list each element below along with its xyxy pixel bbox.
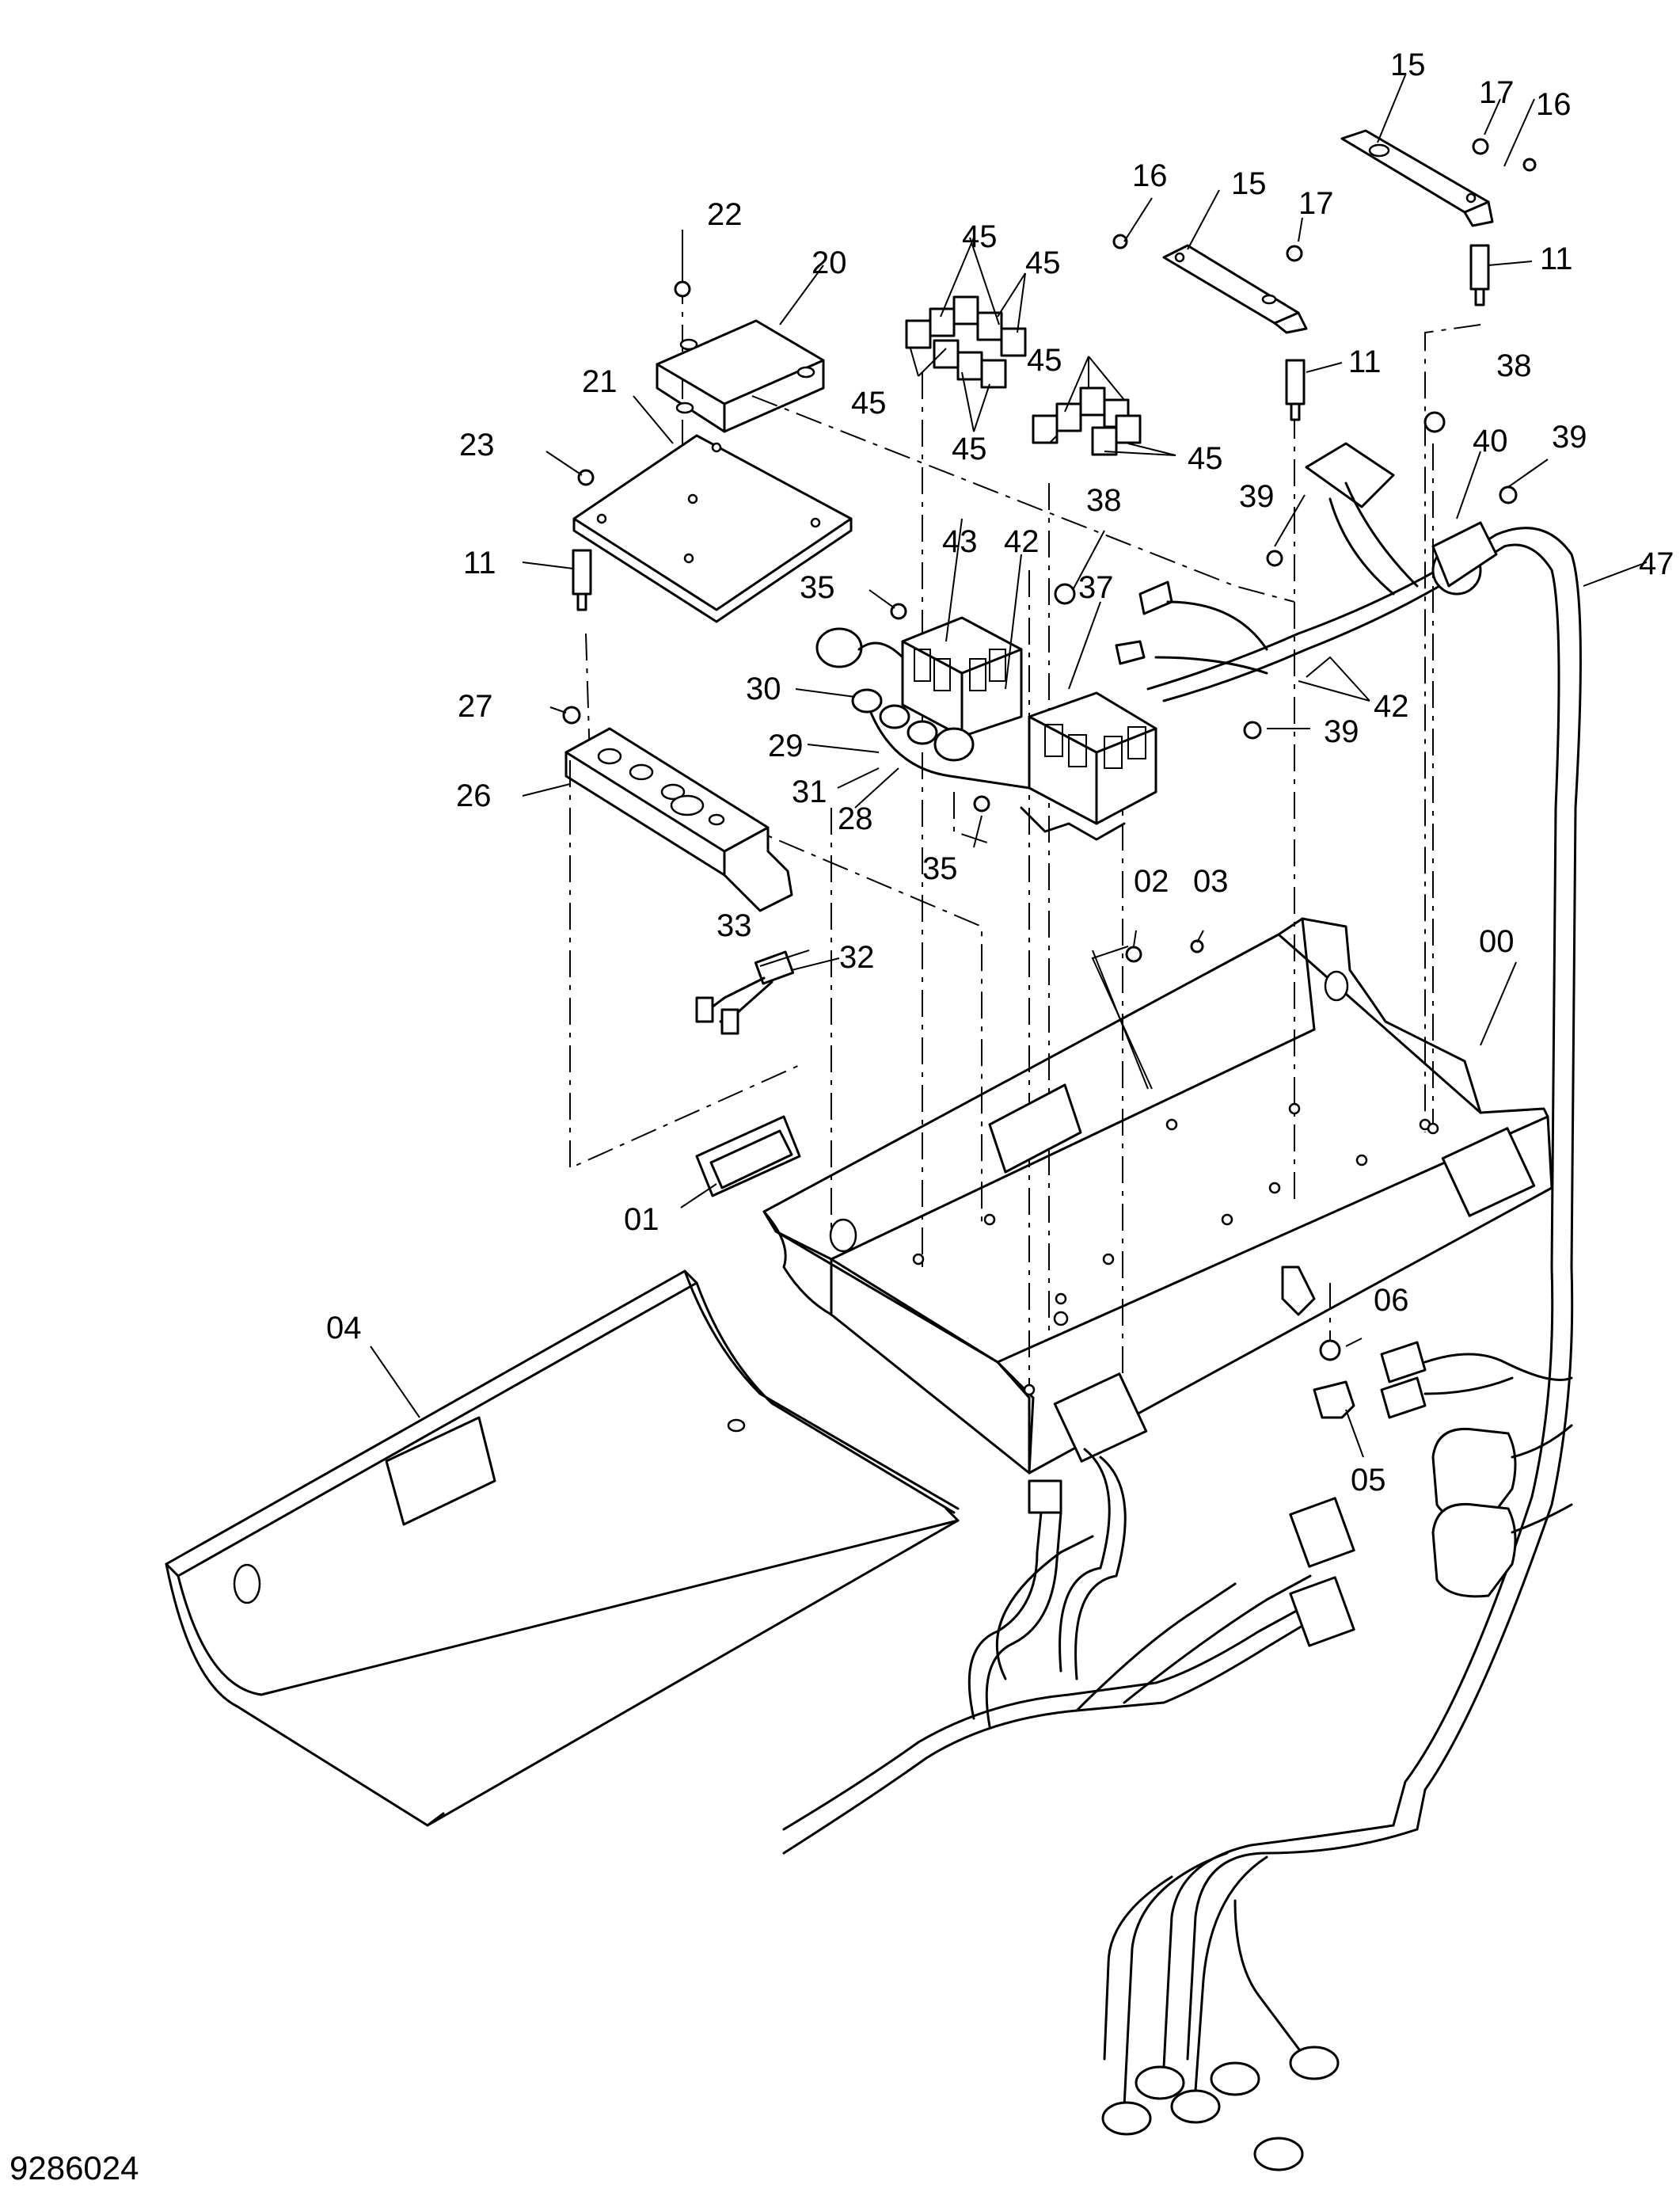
drawing-number: 9286024 xyxy=(10,2149,139,2186)
callout-45-e: 45 xyxy=(1027,343,1062,378)
callout-16-right: 16 xyxy=(1536,87,1572,122)
assembly-lines xyxy=(569,277,1481,1394)
callout-38-right: 38 xyxy=(1496,348,1532,383)
callout-20: 20 xyxy=(811,245,847,280)
callout-17-left: 17 xyxy=(1298,186,1334,221)
bracket-15-upper xyxy=(1340,129,1494,227)
callout-15-lower: 15 xyxy=(1231,166,1267,201)
callout-27: 27 xyxy=(458,689,493,724)
lower-harness xyxy=(782,1448,1355,1855)
fuse-box-42 xyxy=(1020,691,1157,841)
callout-04: 04 xyxy=(326,1311,362,1345)
leader-lines xyxy=(370,74,1648,1458)
callout-15-upper: 15 xyxy=(1390,48,1426,82)
callout-42-upper: 42 xyxy=(1004,524,1040,559)
callout-40: 40 xyxy=(1473,424,1508,459)
callout-45-b: 45 xyxy=(1025,245,1061,280)
callout-00: 00 xyxy=(1479,924,1515,959)
callout-39-right: 39 xyxy=(1552,420,1587,455)
callout-05: 05 xyxy=(1351,1463,1386,1498)
callout-45-f: 45 xyxy=(1188,441,1223,476)
callout-35-upper: 35 xyxy=(800,570,835,605)
callout-labels: 00 01 02 03 04 05 06 11 11 11 15 15 16 1… xyxy=(10,48,1674,2186)
callout-11-right: 11 xyxy=(1540,242,1573,276)
callout-26: 26 xyxy=(456,778,492,813)
harness-33-32 xyxy=(695,950,795,1035)
right-connectors xyxy=(1380,1341,1573,1598)
callout-47: 47 xyxy=(1639,546,1674,581)
callout-30: 30 xyxy=(746,672,781,706)
callout-02: 02 xyxy=(1134,864,1169,899)
callout-21: 21 xyxy=(582,364,618,399)
callout-23: 23 xyxy=(459,428,495,462)
callout-29: 29 xyxy=(768,729,804,763)
callout-03: 03 xyxy=(1193,864,1229,899)
cover-panel-04 xyxy=(165,1269,960,1827)
callout-01: 01 xyxy=(624,1202,659,1237)
callout-31: 31 xyxy=(792,774,827,809)
callout-16-left: 16 xyxy=(1132,158,1168,193)
callout-11-left: 11 xyxy=(463,546,496,580)
bracket-26 xyxy=(564,727,793,912)
fasteners xyxy=(562,138,1537,1419)
callout-39-left: 39 xyxy=(1239,479,1275,514)
bracket-15-lower xyxy=(1162,244,1308,334)
module-20 xyxy=(656,319,825,433)
sockets xyxy=(815,627,1031,790)
harness-40-47 xyxy=(1101,442,1582,2171)
callout-37: 37 xyxy=(1078,570,1114,605)
callout-32: 32 xyxy=(839,940,875,975)
callout-45-d: 45 xyxy=(952,432,987,466)
callout-43: 43 xyxy=(942,524,978,559)
callout-42-lower: 42 xyxy=(1374,689,1409,724)
callout-06: 06 xyxy=(1374,1283,1409,1318)
callout-28: 28 xyxy=(838,801,873,836)
spacers-11 xyxy=(572,244,1490,611)
tray-00 xyxy=(762,917,1553,1475)
plate-21 xyxy=(572,434,853,623)
callout-45-c: 45 xyxy=(851,386,887,421)
bracket-01 xyxy=(695,1115,801,1197)
callout-22: 22 xyxy=(707,197,743,232)
callout-35-lower: 35 xyxy=(922,851,958,886)
callout-39-lower: 39 xyxy=(1324,714,1359,749)
callout-11-middle: 11 xyxy=(1348,344,1382,379)
callout-33: 33 xyxy=(716,908,752,943)
fuse-box-43 xyxy=(901,616,1023,738)
callout-17-right: 17 xyxy=(1479,75,1515,110)
callout-45-a: 45 xyxy=(962,219,998,254)
relays-45 xyxy=(905,295,1142,456)
callout-38-left: 38 xyxy=(1086,483,1122,518)
